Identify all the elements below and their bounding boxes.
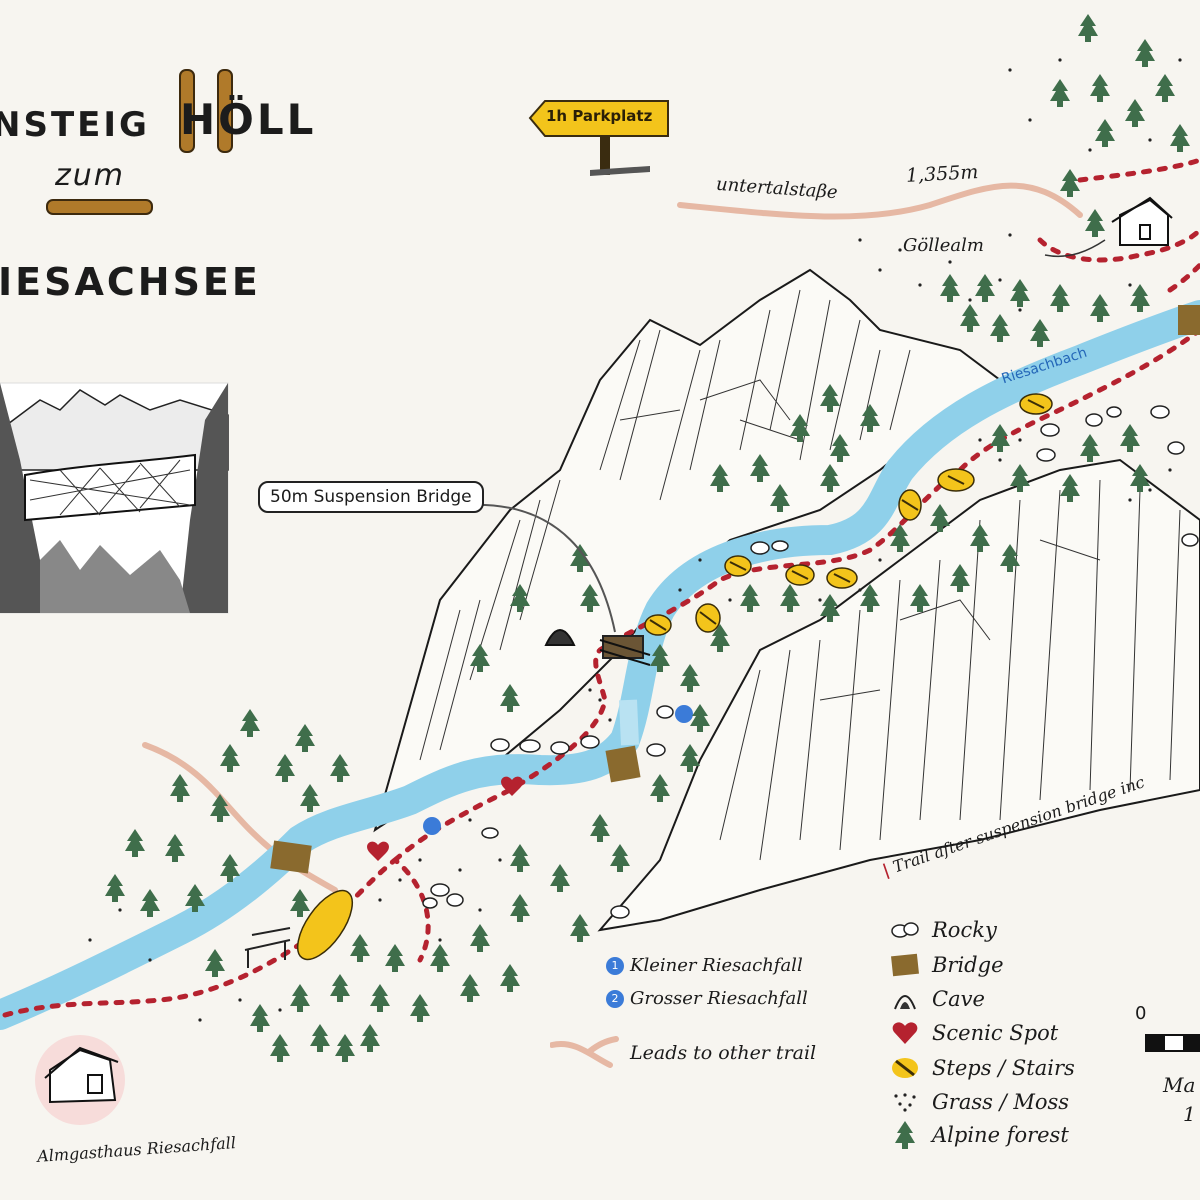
rocky-icon <box>888 916 922 944</box>
signpost-graphic <box>528 100 669 176</box>
bridge-icon <box>888 951 922 979</box>
legend-label-scenic: Scenic Spot <box>932 1021 1059 1045</box>
scenic-spots <box>367 776 523 861</box>
untertalstrasse-road <box>677 182 1083 220</box>
legend-label-bridge: Bridge <box>932 953 1004 977</box>
road-swatch-icon <box>550 1036 619 1068</box>
scale-bar-segment-3 <box>1183 1036 1200 1050</box>
title-line1-part1: NSTEIG <box>0 105 150 145</box>
gollealm-label: Göllealm <box>903 235 984 256</box>
scale-bar-segment-2 <box>1165 1036 1183 1050</box>
waterfall-key-2: 2 Grosser Riesachfall <box>606 988 808 1009</box>
bridge-marker-lower <box>270 840 312 874</box>
gollealm-hut <box>1111 196 1173 246</box>
legend-label-rocky: Rocky <box>932 918 997 942</box>
mountain-range <box>373 268 1200 932</box>
legend-item-steps: Steps / Stairs <box>888 1053 1075 1083</box>
waterfall-number-1: 1 <box>606 956 624 975</box>
waterfall-name-1: Kleiner Riesachfall <box>630 955 803 976</box>
elevation-label: 1,355m <box>905 161 979 187</box>
bridge-sketch-inset <box>0 382 229 614</box>
legend-label-forest: Alpine forest <box>932 1123 1069 1147</box>
suspension-bridge-drawing <box>599 635 651 666</box>
other-trail-key: Leads to other trail <box>550 1035 816 1071</box>
waterfall-markers <box>423 705 693 835</box>
waterfall-stream <box>619 699 639 746</box>
legend-label-steps: Steps / Stairs <box>932 1056 1075 1080</box>
scale-map-label-partial: Ma <box>1163 1073 1196 1097</box>
gollealm-pointer <box>1044 239 1106 258</box>
steps-icon <box>888 1054 922 1082</box>
signpost-label: 1h Parkplatz <box>546 107 653 125</box>
title-line3: IESACHSEE <box>0 260 261 304</box>
scale-bar-segment-1 <box>1147 1036 1165 1050</box>
legend-item-cave: Cave <box>888 984 985 1014</box>
legend-item-scenic: Scenic Spot <box>888 1018 1058 1048</box>
heart-icon <box>888 1019 922 1047</box>
waterfall-key-1: 1 Kleiner Riesachfall <box>606 955 803 976</box>
title-line2: zum <box>55 158 125 193</box>
cave-marker <box>544 629 576 646</box>
waterfall-name-2: Grosser Riesachfall <box>630 988 808 1009</box>
rock-hatching <box>419 289 1181 861</box>
cave-icon <box>888 985 922 1013</box>
grass-icon <box>888 1088 922 1116</box>
bridge-marker-upper <box>1178 305 1200 335</box>
tree-icon <box>888 1121 922 1149</box>
legend-item-rocky: Rocky <box>888 915 997 945</box>
almgasthaus-hut <box>44 1046 119 1104</box>
title-line1-part2: HÖLL <box>180 95 317 144</box>
legend-label-cave: Cave <box>932 987 985 1011</box>
scale-bar <box>1145 1034 1200 1052</box>
legend-item-forest: Alpine forest <box>888 1120 1069 1150</box>
scale-zero-label: 0 <box>1135 1003 1147 1024</box>
suspension-bridge-pointer <box>465 503 616 633</box>
legend-item-grass: Grass / Moss <box>888 1087 1069 1117</box>
legend-label-grass: Grass / Moss <box>932 1090 1070 1114</box>
bench-drawing <box>244 927 291 968</box>
legend-item-bridge: Bridge <box>888 950 1004 980</box>
rock-clusters <box>422 405 1199 919</box>
suspension-bridge-label: 50m Suspension Bridge <box>258 481 484 513</box>
title-logs <box>46 69 233 215</box>
scale-value-partial: 1 <box>1183 1102 1196 1126</box>
bridge-marker-middle <box>605 745 641 783</box>
suspension-bridge-label-text: 50m Suspension Bridge <box>270 487 472 507</box>
waterfall-number-2: 2 <box>606 989 624 1008</box>
hiking-trail-upper <box>1037 157 1200 293</box>
other-trail-label: Leads to other trail <box>630 1042 817 1064</box>
steps-crosshatch <box>649 399 1045 631</box>
